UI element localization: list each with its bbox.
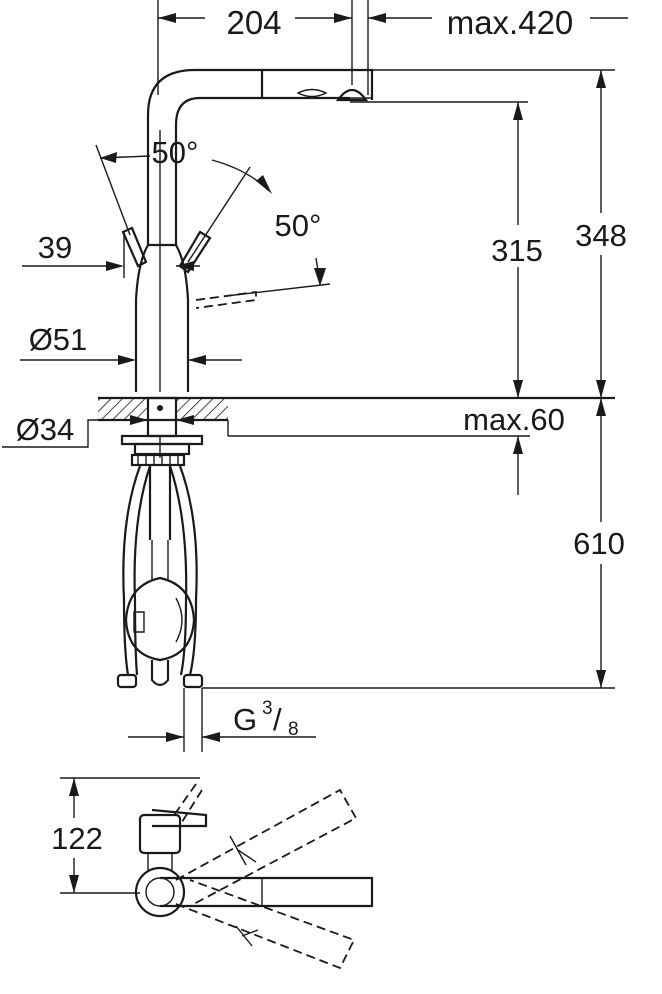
plan-depth-dimension: 122 — [38, 777, 200, 894]
hole-diameter-dimension: Ø34 — [2, 412, 228, 448]
thread-slash: / — [273, 702, 282, 737]
outlet-height-label: 315 — [491, 233, 543, 268]
total-height-dimension: 348 — [570, 70, 634, 398]
weight-counterbalance — [124, 576, 196, 687]
supply-hoses — [122, 465, 198, 676]
spout-reach-dimension: 204 — [157, 0, 353, 95]
max-deck-label: max.60 — [463, 402, 565, 437]
max-deck-dimension: max.60 — [228, 402, 565, 495]
plan-view — [134, 783, 374, 970]
connection-thread-dimension: G 3 / 8 — [128, 688, 316, 752]
swivel-angle-right-label: 50° — [275, 208, 322, 243]
hose-length-dimension: 610 — [202, 398, 636, 689]
faucet-elevation — [121, 68, 615, 392]
total-height-label: 348 — [575, 218, 627, 253]
mounting-assembly — [120, 434, 204, 467]
spout-reach-label: 204 — [226, 4, 281, 41]
swivel-angle-left-dimension: 50° — [95, 135, 199, 236]
thread-numerator-label: 3 — [262, 698, 273, 719]
base-diameter-dimension: Ø51 — [20, 322, 242, 365]
lever-offset-label: 39 — [38, 230, 72, 265]
hose-length-label: 610 — [573, 526, 625, 561]
countertop-section — [98, 396, 615, 438]
thread-letter-label: G — [233, 702, 257, 737]
lever-pulled-position — [195, 283, 331, 309]
max-pullout-dimension: max.420 — [367, 0, 628, 95]
hose-connectors — [116, 673, 204, 689]
swivel-angle-left-label: 50° — [152, 135, 199, 170]
thread-denominator-label: 8 — [288, 719, 299, 740]
lever-right-position — [178, 230, 212, 274]
max-pullout-label: max.420 — [447, 4, 574, 41]
lever-left-position — [121, 226, 148, 268]
hole-diameter-label: Ø34 — [16, 412, 75, 447]
lever-offset-dimension: 39 — [22, 230, 200, 278]
base-diameter-label: Ø51 — [29, 322, 88, 357]
swivel-angle-right-dimension: 50° — [187, 159, 326, 286]
outlet-height-dimension: 315 — [490, 102, 550, 398]
plan-depth-label: 122 — [51, 821, 103, 856]
